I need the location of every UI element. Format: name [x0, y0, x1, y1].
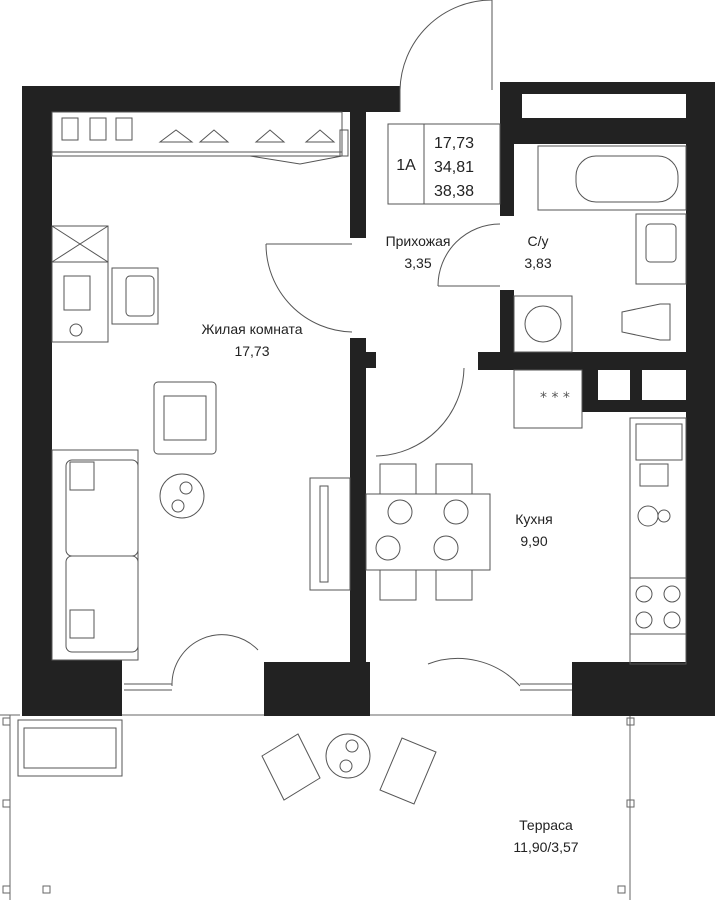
area-total: 34,81 [434, 159, 474, 176]
svg-text:* * *: * * * [540, 390, 570, 406]
hallway-name: Прихожая [386, 233, 451, 249]
apartment-legend: 1A 17,73 34,81 38,38 [387, 123, 501, 205]
living-room-area: 17,73 [234, 343, 269, 359]
living-room-name: Жилая комната [201, 321, 302, 337]
wardrobe [51, 111, 349, 165]
area-with-terrace: 38,38 [434, 183, 474, 200]
terrace-area: 11,90/3,57 [513, 839, 578, 855]
hallway-area: 3,35 [404, 255, 431, 271]
kitchen-fixtures: * * * [365, 369, 687, 665]
room-labels: Жилая комната 17,73 Прихожая 3,35 С/у 3,… [201, 233, 578, 855]
bathroom-fixtures [513, 145, 687, 353]
desk [51, 225, 159, 343]
kitchen-area: 9,90 [520, 533, 547, 549]
terrace [0, 714, 715, 900]
kitchen-name: Кухня [515, 511, 552, 527]
walls [22, 82, 715, 716]
living-furniture [51, 381, 351, 661]
apartment-code: 1A [396, 157, 416, 174]
terrace-name: Терраса [519, 817, 573, 833]
doors [124, 0, 572, 691]
bathroom-name: С/у [528, 233, 549, 249]
terrace-furniture [17, 719, 437, 805]
bathroom-area: 3,83 [524, 255, 551, 271]
area-living: 17,73 [434, 135, 474, 152]
